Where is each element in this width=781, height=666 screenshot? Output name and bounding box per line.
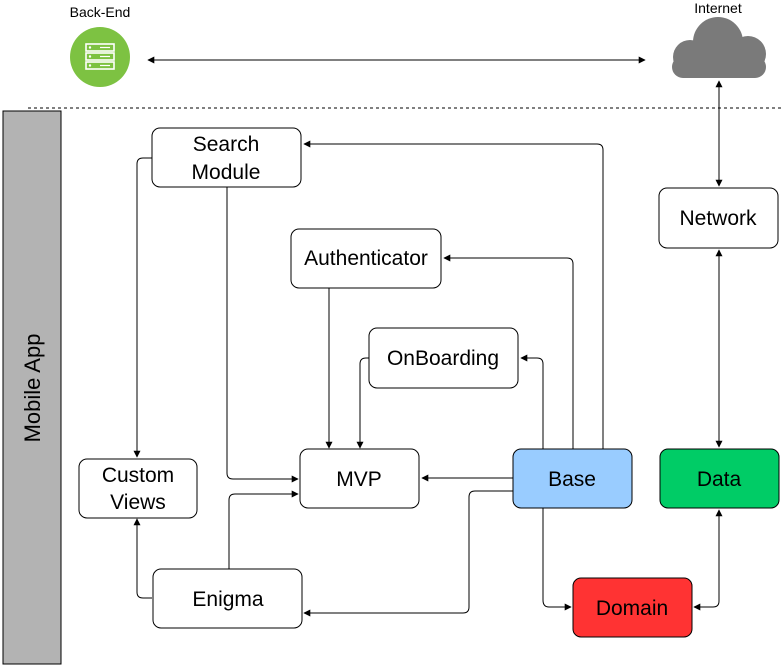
domain-node: Domain: [572, 577, 693, 638]
edge-onboarding-mvp: [356, 357, 369, 449]
data-label: Data: [697, 468, 742, 491]
data-node: Data: [659, 448, 780, 509]
base-node: Base: [512, 448, 633, 509]
edge-enigma-customviews: [133, 518, 152, 599]
mvp-label: MVP: [336, 468, 382, 491]
edge-base-authenticator: [443, 254, 574, 449]
edge-search-mvp: [226, 187, 299, 483]
cloud-icon: [672, 17, 766, 78]
edge-base-domain: [542, 508, 572, 611]
domain-label: Domain: [596, 597, 668, 620]
backend-node: Back-End: [70, 4, 131, 87]
internet-node: Internet: [672, 0, 766, 78]
onboarding-node: OnBoarding: [368, 327, 519, 389]
search-module-label-line1: Search: [193, 133, 260, 156]
edge-base-enigma: [303, 490, 513, 617]
mvp-node: MVP: [299, 448, 420, 509]
edge-search-customviews: [133, 157, 152, 458]
server-icon: [70, 27, 130, 87]
edge-base-onboarding: [520, 354, 544, 449]
search-module-node: Search Module: [151, 127, 302, 188]
mobile-app-label: Mobile App: [20, 334, 45, 443]
custom-views-node: Custom Views: [78, 458, 198, 519]
edge-base-search: [303, 140, 604, 449]
custom-views-label-line1: Custom: [102, 464, 174, 487]
authenticator-node: Authenticator: [290, 228, 442, 289]
custom-views-label-line2: Views: [110, 491, 166, 514]
base-label: Base: [548, 468, 596, 491]
enigma-label: Enigma: [192, 588, 264, 611]
internet-label: Internet: [694, 0, 742, 16]
authenticator-label: Authenticator: [304, 247, 428, 270]
mobile-app-sidebar: Mobile App: [2, 110, 62, 665]
enigma-node: Enigma: [152, 568, 303, 629]
onboarding-label: OnBoarding: [387, 347, 499, 370]
network-label: Network: [679, 207, 757, 230]
backend-label: Back-End: [70, 4, 131, 20]
search-module-label-line2: Module: [192, 161, 261, 184]
edge-data-domain: [693, 509, 723, 611]
network-node: Network: [658, 187, 779, 249]
edge-enigma-mvp: [228, 490, 299, 569]
